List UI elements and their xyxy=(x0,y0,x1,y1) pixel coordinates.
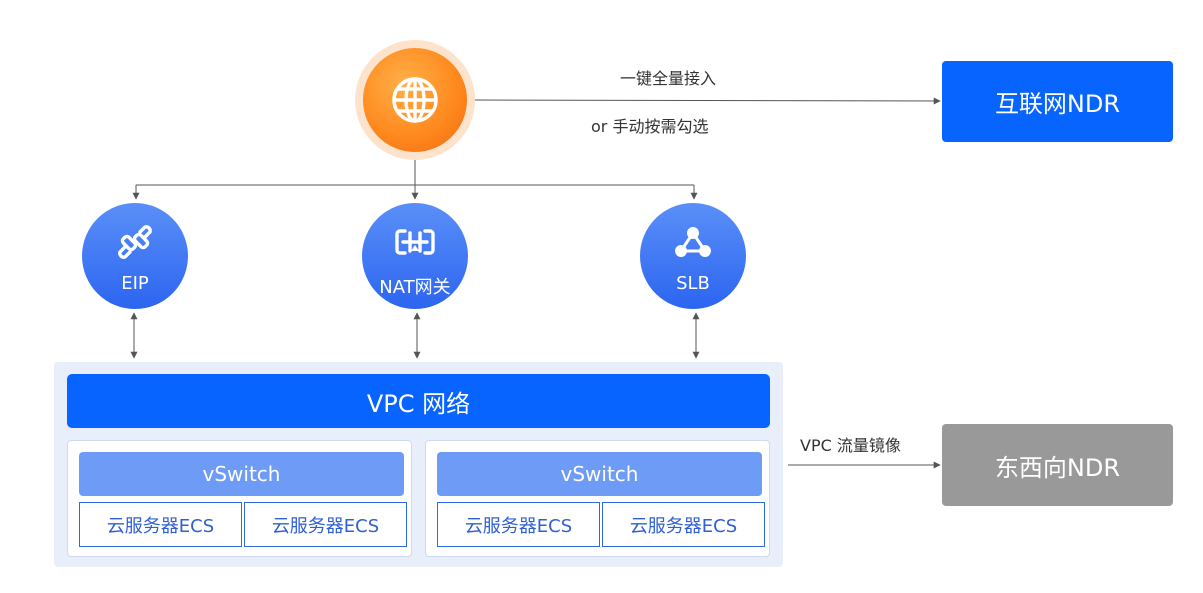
vpc-title: VPC 网络 xyxy=(67,374,770,428)
nat-gateway-label: NAT网关 xyxy=(379,277,451,298)
nat-gateway-icon xyxy=(395,229,435,255)
load-balancer-icon xyxy=(675,227,711,257)
vswitch-label: vSwitch xyxy=(79,452,404,496)
slb-node: SLB xyxy=(640,203,746,309)
vpc-mirror-label: VPC 流量镜像 xyxy=(800,436,901,455)
eip-node: EIP xyxy=(82,203,188,309)
nat-gateway-node: NAT网关 xyxy=(362,203,468,309)
full-access-label: 一键全量接入 xyxy=(620,69,717,88)
ecs-server-box: 云服务器ECS xyxy=(79,502,242,547)
internet-globe-node xyxy=(363,48,467,152)
vswitch-panel: vSwitch 云服务器ECS 云服务器ECS xyxy=(425,440,770,557)
slb-label: SLB xyxy=(676,273,710,294)
internet-ndr-box: 互联网NDR xyxy=(942,61,1173,142)
link-icon xyxy=(118,225,152,259)
globe-icon xyxy=(392,77,438,123)
east-west-ndr-box: 东西向NDR xyxy=(942,424,1173,506)
vswitch-panel: vSwitch 云服务器ECS 云服务器ECS xyxy=(67,440,412,557)
ecs-server-box: 云服务器ECS xyxy=(437,502,600,547)
ecs-server-box: 云服务器ECS xyxy=(244,502,407,547)
manual-select-label: or 手动按需勾选 xyxy=(591,117,709,136)
vswitch-label: vSwitch xyxy=(437,452,762,496)
ecs-server-box: 云服务器ECS xyxy=(602,502,765,547)
eip-label: EIP xyxy=(121,273,149,294)
